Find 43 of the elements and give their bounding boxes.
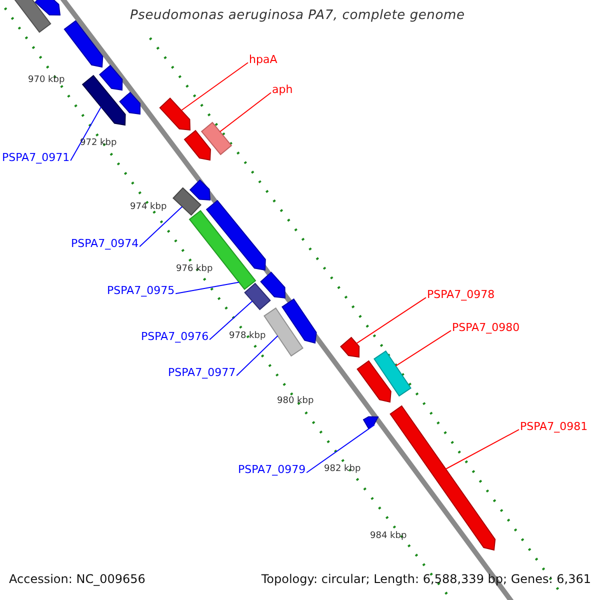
gene-feature xyxy=(172,187,202,216)
scale-label: 978 kbp xyxy=(229,331,266,342)
scale-label: 974 kbp xyxy=(130,202,167,212)
scale-label: 984 kbp xyxy=(370,531,407,542)
gene-label: PSPA7_0980 xyxy=(452,322,520,335)
leader-line xyxy=(180,62,248,111)
gene-label: aph xyxy=(272,84,293,97)
gene-feature xyxy=(264,307,304,357)
gene-label: PSPA7_0978 xyxy=(427,289,495,302)
leader-line xyxy=(220,92,272,132)
gene-feature xyxy=(244,282,271,310)
genome-info-text: Topology: circular; Length: 6,588,339 bp; Genes: 6,361 xyxy=(261,573,591,587)
leader-line xyxy=(395,330,452,366)
gene-feature xyxy=(82,74,126,126)
gene-feature xyxy=(390,405,496,551)
gene-label: PSPA7_0974 xyxy=(71,238,139,251)
scale-label: 972 kbp xyxy=(80,138,117,148)
gene-label: hpaA xyxy=(249,54,278,67)
gene-feature xyxy=(374,350,412,397)
gene-feature xyxy=(340,336,360,358)
gene-feature xyxy=(159,98,191,131)
gene-feature xyxy=(362,416,379,429)
leader-line xyxy=(70,106,102,162)
accession-text: Accession: NC_009656 xyxy=(9,573,146,587)
leader-line xyxy=(175,282,240,294)
leader-line xyxy=(236,335,278,376)
leader-line xyxy=(306,424,375,474)
leader-line xyxy=(209,300,253,340)
leader-line xyxy=(356,297,426,344)
gene-label: PSPA7_0977 xyxy=(168,367,236,380)
gene-label: PSPA7_0979 xyxy=(238,464,306,477)
scale-label: 982 kbp xyxy=(324,464,361,474)
gene-label: PSPA7_0971 xyxy=(2,152,70,165)
scale-label: 980 kbp xyxy=(277,396,314,406)
scale-label: 976 kbp xyxy=(176,264,213,274)
gene-label: PSPA7_0976 xyxy=(141,331,209,344)
gene-feature xyxy=(200,122,232,156)
gene-label: PSPA7_0975 xyxy=(107,285,175,298)
gene-label: PSPA7_0981 xyxy=(520,421,588,434)
leader-line xyxy=(445,429,520,470)
title: Pseudomonas aeruginosa PA7, complete genome xyxy=(130,9,465,24)
leader-line xyxy=(139,206,183,248)
scale-label: 970 kbp xyxy=(28,75,65,86)
